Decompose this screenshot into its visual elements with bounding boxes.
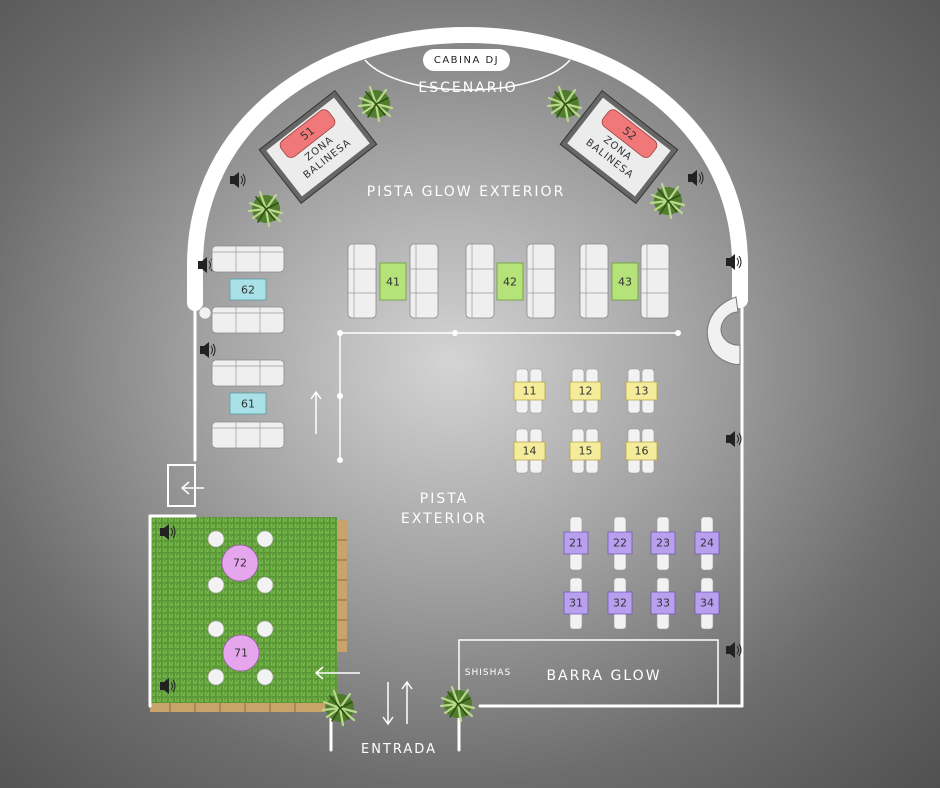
high-table-14[interactable]: 14 <box>513 428 546 474</box>
sofa-icon <box>211 359 285 387</box>
table-61-number: 61 <box>241 398 255 411</box>
table-42-number: 42 <box>503 276 517 289</box>
pista-glow-label: PISTA GLOW EXTERIOR <box>367 184 566 200</box>
table-62-number: 62 <box>241 284 255 297</box>
speaker-icon <box>229 171 246 189</box>
table-72-number: 72 <box>233 557 247 570</box>
plant-icon <box>439 685 476 723</box>
speaker-icon <box>725 430 742 448</box>
table-23[interactable]: 23 <box>650 516 676 571</box>
sofa-icon <box>211 421 285 449</box>
table-13-number: 13 <box>635 385 649 398</box>
table-34[interactable]: 34 <box>694 577 720 630</box>
table-12-number: 12 <box>579 385 593 398</box>
high-table-16[interactable]: 16 <box>625 428 658 474</box>
lounge-group-62[interactable]: 62 <box>198 245 285 334</box>
sofa-group-43[interactable]: 43 <box>579 243 670 319</box>
arrow-icon <box>180 390 413 726</box>
table-24-number: 24 <box>700 537 714 550</box>
balinese-zone-52[interactable]: 52 ZONA BALINESA <box>559 89 679 205</box>
entrance-label: ENTRADA <box>361 742 437 757</box>
balinese-zone-51[interactable]: 51 ZONA BALINESA <box>258 89 378 205</box>
garden-table-71[interactable]: 71 <box>207 620 274 686</box>
garden-table-72[interactable]: 72 <box>207 530 274 594</box>
sofa-icon <box>211 245 285 273</box>
shishas-label: SHISHAS <box>465 668 512 678</box>
high-table-13[interactable]: 13 <box>625 368 658 414</box>
table-31[interactable]: 31 <box>563 577 589 630</box>
table-32-number: 32 <box>613 597 627 610</box>
table-16-number: 16 <box>635 445 649 458</box>
table-21[interactable]: 21 <box>563 516 589 571</box>
pista-exterior-label-2: EXTERIOR <box>401 511 487 527</box>
table-23-number: 23 <box>656 537 670 550</box>
table-34-number: 34 <box>700 597 714 610</box>
sofa-icon <box>579 243 609 319</box>
table-22-number: 22 <box>613 537 627 550</box>
table-22[interactable]: 22 <box>607 516 633 571</box>
speaker-icon <box>725 641 742 659</box>
sofa-icon <box>526 243 556 319</box>
table-21-number: 21 <box>569 537 583 550</box>
speaker-icon <box>199 341 216 359</box>
sofa-icon <box>347 243 377 319</box>
table-15-number: 15 <box>579 445 593 458</box>
high-table-12[interactable]: 12 <box>569 368 602 414</box>
table-24[interactable]: 24 <box>694 516 720 571</box>
plant-icon <box>357 85 394 123</box>
dj-booth-label: CABINA DJ <box>434 55 499 66</box>
plant-icon <box>546 85 583 123</box>
sofa-icon <box>465 243 495 319</box>
garden-area <box>150 517 347 712</box>
table-41-number: 41 <box>386 276 400 289</box>
walls <box>148 26 748 752</box>
dj-booth <box>423 49 510 71</box>
wall-markers <box>337 330 681 463</box>
speaker-icon <box>687 169 704 187</box>
stage-label: ESCENARIO <box>418 80 517 96</box>
plant-icon <box>649 182 686 220</box>
sofa-icon <box>640 243 670 319</box>
stage-area: CABINA DJ ESCENARIO <box>364 49 571 96</box>
high-table-11[interactable]: 11 <box>513 368 546 414</box>
sofa-group-42[interactable]: 42 <box>465 243 556 319</box>
table-71-number: 71 <box>234 647 248 660</box>
table-33-number: 33 <box>656 597 670 610</box>
sofa-group-41[interactable]: 41 <box>347 243 439 319</box>
table-43-number: 43 <box>618 276 632 289</box>
curved-seat <box>706 296 741 365</box>
table-14-number: 14 <box>523 445 537 458</box>
plant-icon <box>247 190 284 228</box>
sofa-icon <box>211 306 285 334</box>
pista-exterior-label-1: PISTA <box>420 491 469 507</box>
high-table-15[interactable]: 15 <box>569 428 602 474</box>
table-31-number: 31 <box>569 597 583 610</box>
sofa-icon <box>409 243 439 319</box>
table-32[interactable]: 32 <box>607 577 633 630</box>
bar-label: BARRA GLOW <box>546 668 661 684</box>
lounge-group-61[interactable]: 61 <box>211 359 285 449</box>
speaker-icon <box>725 253 742 271</box>
table-11-number: 11 <box>523 385 537 398</box>
table-33[interactable]: 33 <box>650 577 676 630</box>
